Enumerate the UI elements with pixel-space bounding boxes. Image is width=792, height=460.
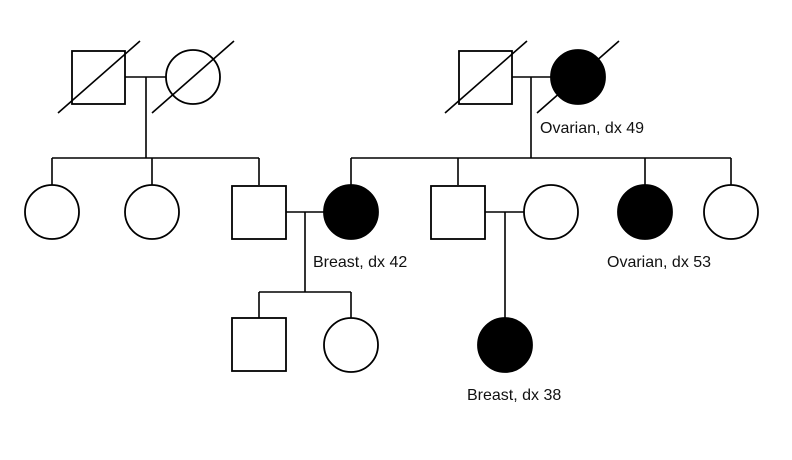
diagnosis-label: Ovarian, dx 49 [540, 120, 644, 137]
female-circle-affected-symbol [323, 184, 379, 240]
diagnosis-label: Breast, dx 38 [467, 387, 561, 404]
deceased-slash [151, 40, 235, 114]
cousin: Breast, dx 38 [467, 317, 561, 404]
uncle-spouse [523, 184, 579, 240]
paternal-aunt-1 [24, 184, 80, 240]
paternal-grandmother [151, 40, 235, 114]
maternal-grandfather [444, 40, 528, 114]
deceased-slash [444, 40, 528, 114]
female-circle-affected-symbol [477, 317, 533, 373]
paternal-aunt-2 [124, 184, 180, 240]
paternal-grandfather [57, 40, 141, 114]
diagnosis-label: Ovarian, dx 53 [607, 254, 711, 271]
pedigree-lines [51, 76, 732, 318]
generation-2: Breast, dx 42 Ovarian, dx 53 [24, 184, 759, 271]
deceased-slash [536, 40, 620, 114]
maternal-aunt [703, 184, 759, 240]
generation-3: Breast, dx 38 [231, 317, 561, 404]
son [231, 317, 287, 372]
deceased-slash [57, 40, 141, 114]
maternal-uncle [430, 185, 486, 240]
daughter [323, 317, 379, 373]
diagnosis-label: Breast, dx 42 [313, 254, 407, 271]
father [231, 185, 287, 240]
mother: Breast, dx 42 [313, 184, 407, 271]
female-circle-affected-symbol [617, 184, 673, 240]
maternal-grandmother: Ovarian, dx 49 [536, 40, 644, 137]
generation-1: Ovarian, dx 49 [57, 40, 644, 137]
maternal-aunt-affected: Ovarian, dx 53 [607, 184, 711, 271]
